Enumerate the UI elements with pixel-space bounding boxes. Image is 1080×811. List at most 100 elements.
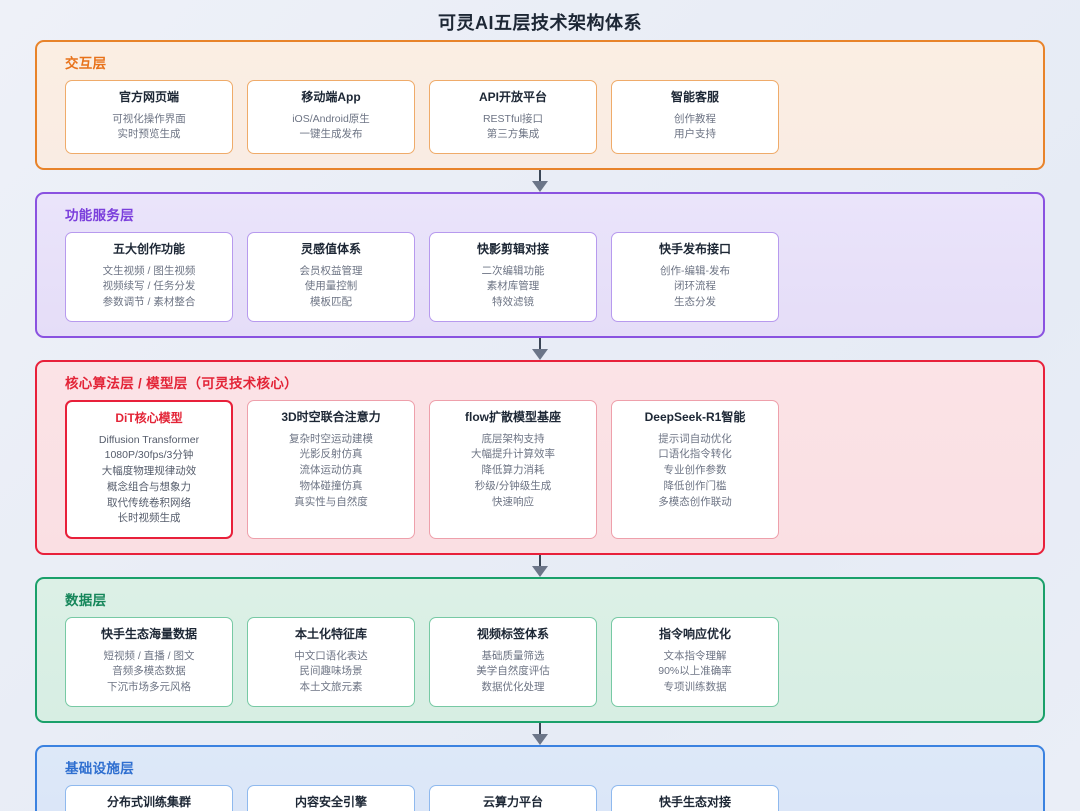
card-infra-3[interactable]: 快手生态对接无缝分发机制生态闭环用户体验优化 bbox=[611, 784, 779, 811]
card-detail-line: 可视化操作界面 bbox=[112, 112, 186, 125]
card-detail-line: 下沉市场多元风格 bbox=[107, 681, 191, 694]
card-detail-line: 中文口语化表达 bbox=[294, 649, 368, 662]
card-detail-line: 参数调节 / 素材整合 bbox=[102, 296, 196, 309]
card-detail-line: 长时视频生成 bbox=[117, 512, 181, 525]
card-title: flow扩散模型基座 bbox=[465, 409, 561, 424]
card-detail-line: 生态分发 bbox=[674, 296, 716, 309]
card-core-2[interactable]: flow扩散模型基座底层架构支持大幅提升计算效率降低算力消耗秒级/分钟级生成快速… bbox=[429, 399, 597, 540]
card-title: 官方网页端 bbox=[118, 90, 179, 104]
card-data-2[interactable]: 视频标签体系基础质量筛选美学自然度评估数据优化处理 bbox=[429, 617, 597, 707]
layer-connector-arrow bbox=[35, 337, 1045, 360]
card-service-2[interactable]: 快影剪辑对接二次编辑功能素材库管理特效滤镜 bbox=[429, 232, 597, 322]
card-title: 3D时空联合注意力 bbox=[281, 409, 381, 424]
layer-title-service: 功能服务层 bbox=[65, 208, 134, 224]
down-arrow-icon bbox=[532, 181, 548, 193]
card-detail-line: 闭环流程 bbox=[674, 280, 716, 293]
card-detail-line: 使用量控制 bbox=[304, 280, 358, 293]
card-detail-line: 一键生成发布 bbox=[299, 128, 363, 141]
card-title: 快影剪辑对接 bbox=[476, 242, 549, 257]
card-detail-line: 专项训练数据 bbox=[663, 681, 727, 694]
down-arrow-icon bbox=[532, 348, 548, 360]
card-service-1[interactable]: 灵感值体系会员权益管理使用量控制模板匹配 bbox=[247, 232, 415, 322]
card-detail-line: 取代传统卷积网络 bbox=[107, 496, 191, 509]
card-detail-line: 流体运动仿真 bbox=[299, 464, 363, 477]
card-detail-line: 文本指令理解 bbox=[663, 649, 727, 662]
card-interaction-2[interactable]: API开放平台 RESTful接口第三方集成 bbox=[429, 80, 597, 155]
down-arrow-icon bbox=[532, 566, 548, 578]
card-interaction-3[interactable]: 智能客服创作教程用户支持 bbox=[611, 80, 779, 155]
card-title: 内容安全引擎 bbox=[294, 794, 367, 809]
card-title: 快手生态海量数据 bbox=[100, 627, 197, 642]
card-title: 五大创作功能 bbox=[112, 242, 185, 257]
card-title: 移动端App bbox=[301, 90, 361, 104]
layer-connector-arrow bbox=[35, 555, 1045, 578]
card-detail-line: 美学自然度评估 bbox=[476, 665, 550, 678]
layer-data: 数据层快手生态海量数据短视频 / 直播 / 图文音频多模态数据下沉市场多元风格本… bbox=[35, 577, 1045, 723]
card-title: 视频标签体系 bbox=[476, 627, 549, 642]
card-detail-line: RESTful接口 bbox=[482, 112, 544, 125]
layer-title-infra: 基础设施层 bbox=[65, 760, 134, 776]
card-detail-line: 二次编辑功能 bbox=[481, 264, 545, 277]
layer-infra: 基础设施层分布式训练集群快手自研技术底座高算力支撑模型训练优化内容安全引擎实时合… bbox=[35, 744, 1045, 811]
card-core-0[interactable]: DiT核心模型 Diffusion Transformer 1080P/30fps/… bbox=[65, 399, 233, 540]
card-core-3[interactable]: DeepSeek-R1智能提示词自动优化口语化指令转化专业创作参数降低创作门槛多… bbox=[611, 399, 779, 540]
page-title: 可灵AI五层技术架构体系 bbox=[438, 13, 642, 33]
layer-title-core: 核心算法层 / 模型层（可灵技术核心） bbox=[65, 375, 298, 391]
card-detail-line: 本土文旅元素 bbox=[299, 681, 363, 694]
card-detail-line: 实时预览生成 bbox=[117, 128, 181, 141]
card-title: 云算力平台 bbox=[482, 794, 543, 809]
card-detail-line: 底层架构支持 bbox=[481, 432, 545, 445]
card-title: 本土化特征库 bbox=[294, 627, 367, 642]
card-core-1[interactable]: 3D时空联合注意力复杂时空运动建模光影反射仿真流体运动仿真物体碰撞仿真真实性与自… bbox=[247, 399, 415, 540]
card-infra-0[interactable]: 分布式训练集群快手自研技术底座高算力支撑模型训练优化 bbox=[65, 784, 233, 811]
down-arrow-icon bbox=[532, 733, 548, 745]
card-detail-line: 概念组合与想象力 bbox=[107, 480, 191, 493]
layer-connector-arrow bbox=[35, 722, 1045, 745]
card-detail-line: 用户支持 bbox=[674, 128, 716, 141]
card-service-0[interactable]: 五大创作功能文生视频 / 图生视频视频续写 / 任务分发参数调节 / 素材整合 bbox=[65, 232, 233, 322]
card-service-3[interactable]: 快手发布接口创作-编辑-发布闭环流程生态分发 bbox=[611, 232, 779, 322]
card-detail-line: 秒级/分钟级生成 bbox=[474, 479, 552, 492]
card-detail-line: 素材库管理 bbox=[486, 280, 540, 293]
card-detail-line: 文生视频 / 图生视频 bbox=[102, 264, 196, 277]
arrow-stem bbox=[539, 170, 541, 185]
card-detail-line: 真实性与自然度 bbox=[294, 495, 368, 508]
card-detail-line: 光影反射仿真 bbox=[299, 448, 363, 461]
card-title: API开放平台 bbox=[478, 90, 547, 104]
card-detail-line: 民间趣味场景 bbox=[299, 665, 363, 678]
card-detail-line: Diffusion Transformer bbox=[98, 433, 200, 446]
card-detail-line: 物体碰撞仿真 bbox=[299, 479, 363, 492]
card-detail-line: 复杂时空运动建模 bbox=[289, 432, 373, 445]
arrow-stem bbox=[539, 337, 541, 352]
card-detail-line: 降低创作门槛 bbox=[663, 479, 727, 492]
card-detail-line: 模板匹配 bbox=[310, 296, 352, 309]
card-detail-line: 短视频 / 直播 / 图文 bbox=[103, 649, 195, 662]
card-title: 灵感值体系 bbox=[300, 242, 361, 257]
card-interaction-0[interactable]: 官方网页端可视化操作界面实时预览生成 bbox=[65, 80, 233, 155]
card-detail-line: 口语化指令转化 bbox=[658, 448, 732, 461]
card-title: DiT核心模型 bbox=[115, 410, 183, 425]
card-detail-line: 数据优化处理 bbox=[481, 681, 545, 694]
card-detail-line: 1080P/30fps/3分钟 bbox=[104, 449, 194, 462]
card-detail-line: 特效滤镜 bbox=[492, 296, 534, 309]
card-title: 快手发布接口 bbox=[658, 242, 731, 257]
card-interaction-1[interactable]: 移动端App iOS/Android原生一键生成发布 bbox=[247, 80, 415, 155]
card-detail-line: 专业创作参数 bbox=[663, 464, 727, 477]
card-detail-line: 会员权益管理 bbox=[299, 264, 363, 277]
card-data-0[interactable]: 快手生态海量数据短视频 / 直播 / 图文音频多模态数据下沉市场多元风格 bbox=[65, 617, 233, 707]
layer-core: 核心算法层 / 模型层（可灵技术核心） DiT核心模型 Diffusion Tran… bbox=[35, 359, 1045, 556]
card-detail-line: 第三方集成 bbox=[486, 128, 540, 141]
layer-service: 功能服务层五大创作功能文生视频 / 图生视频视频续写 / 任务分发参数调节 / … bbox=[35, 192, 1045, 338]
card-detail-line: 90%以上准确率 bbox=[658, 665, 732, 678]
layer-connector-arrow bbox=[35, 170, 1045, 193]
card-detail-line: iOS/Android原生 bbox=[292, 112, 370, 125]
card-infra-2[interactable]: 云算力平台弹性扩缩容算力效率优化成本控制 bbox=[429, 784, 597, 811]
card-infra-1[interactable]: 内容安全引擎实时合规审核生成内容检测安全防护机制 bbox=[247, 784, 415, 811]
card-detail-line: 降低算力消耗 bbox=[481, 464, 545, 477]
layer-title-data: 数据层 bbox=[65, 593, 107, 609]
card-row: 快手生态海量数据短视频 / 直播 / 图文音频多模态数据下沉市场多元风格本土化特… bbox=[65, 617, 1015, 707]
card-data-1[interactable]: 本土化特征库中文口语化表达民间趣味场景本土文旅元素 bbox=[247, 617, 415, 707]
card-detail-line: 提示词自动优化 bbox=[658, 432, 732, 445]
